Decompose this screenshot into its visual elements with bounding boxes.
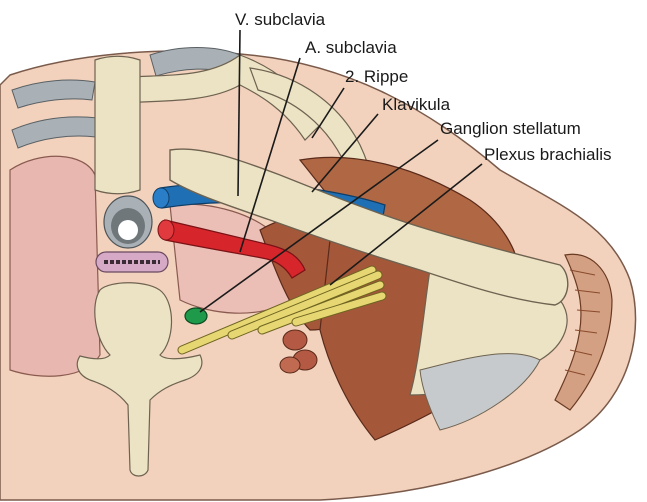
label-klavikula: Klavikula [382, 95, 451, 114]
esophagus [96, 252, 168, 272]
subclavian-artery-end [158, 220, 174, 240]
stellate-ganglion [185, 308, 207, 324]
label-2-rippe: 2. Rippe [345, 67, 408, 86]
sternum [95, 56, 140, 194]
label-v-subclavia: V. subclavia [235, 10, 326, 29]
label-a-subclavia: A. subclavia [305, 38, 397, 57]
label-ganglion-stellatum: Ganglion stellatum [440, 119, 581, 138]
trachea [104, 196, 152, 248]
lung-left [10, 156, 100, 376]
label-plexus-brachialis: Plexus brachialis [484, 145, 612, 164]
subclavian-vein-end [153, 188, 169, 208]
